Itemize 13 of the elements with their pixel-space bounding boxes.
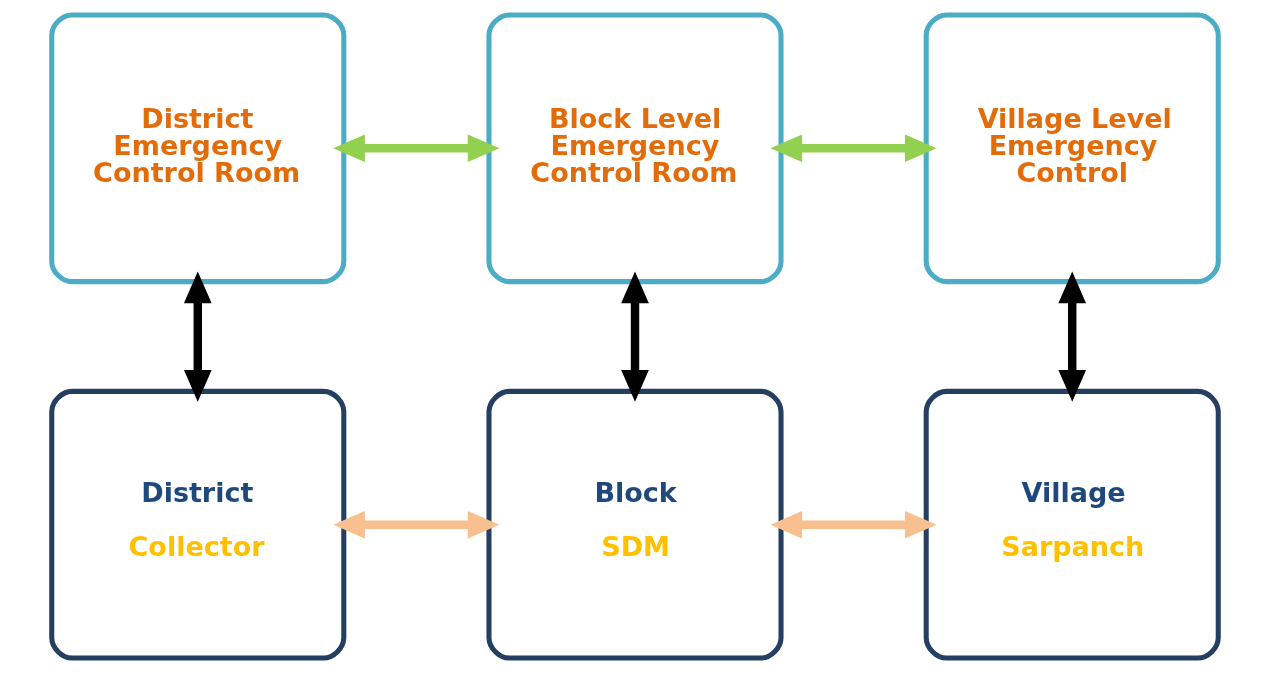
arrow [1058,271,1087,402]
arrow [621,271,649,402]
node-box: Block SDM [486,388,784,661]
node-box: Village Sarpanch [923,388,1221,661]
node-box: District Emergency Control Room [49,12,347,285]
node-box: Block Level Emergency Control Room [486,12,784,285]
arrow [770,134,937,163]
node-box: Village Level Emergency Control [923,12,1221,285]
arrow [770,510,937,539]
arrow [333,510,500,539]
arrow [183,271,212,402]
node-box: District Collector [49,388,347,661]
arrow [333,134,500,163]
